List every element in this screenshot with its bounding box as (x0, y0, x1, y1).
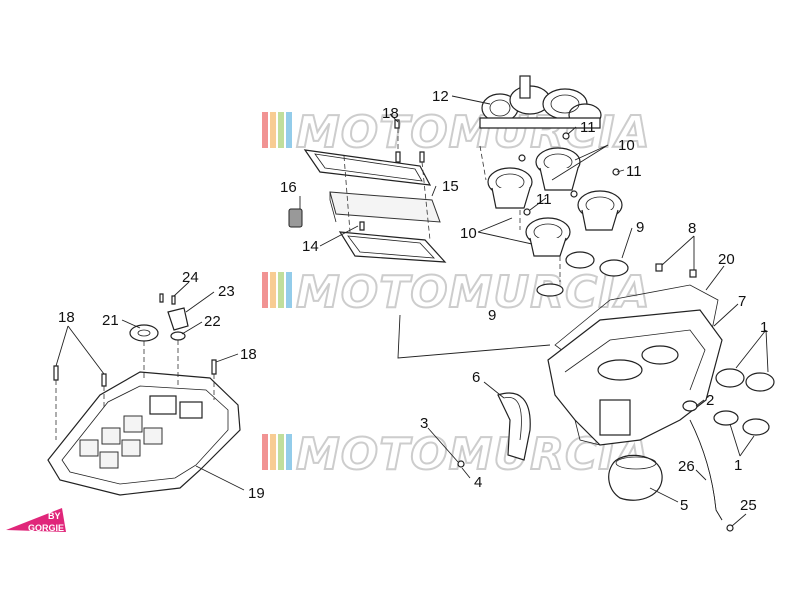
part-pad (288, 208, 303, 228)
callout-6: 6 (472, 369, 480, 386)
callout-18-top: 18 (382, 105, 399, 122)
callout-3: 3 (420, 415, 428, 432)
callout-25: 25 (740, 497, 757, 514)
part-cover-screws (53, 359, 217, 387)
callout-11-mid: 11 (536, 191, 552, 208)
callout-10-top: 10 (618, 137, 635, 154)
watermark-middle: MOTOMURCIA (262, 266, 651, 319)
part-throttle-body (479, 75, 602, 129)
part-filter-base (338, 221, 447, 263)
logo-line1: BY (48, 511, 61, 521)
assembly-dashed-lines (55, 128, 561, 440)
callout-12: 12 (432, 88, 449, 105)
callout-2: 2 (706, 392, 714, 409)
callout-16: 16 (280, 179, 297, 196)
callout-11-right: 11 (626, 163, 642, 180)
callout-1-upper: 1 (760, 319, 768, 336)
logo-line2: GORGIE (28, 523, 64, 533)
callout-5: 5 (680, 497, 688, 514)
leader-lines (55, 95, 769, 527)
part-intake-funnel (608, 454, 663, 501)
part-o-rings (713, 368, 775, 436)
part-couplers (536, 251, 629, 297)
part-clamp (682, 400, 698, 412)
part-air-filter (329, 191, 441, 223)
callout-26: 26 (678, 458, 695, 475)
callout-23: 23 (218, 283, 235, 300)
callout-18-left: 18 (58, 309, 75, 326)
part-airbox (547, 309, 723, 446)
watermark-text: MOTOMURCIA (296, 429, 651, 480)
part-screws-top (394, 119, 425, 163)
brand-logo: BY GORGIE (6, 508, 66, 533)
callout-1-lower: 1 (734, 457, 742, 474)
callout-9-upper: 9 (636, 219, 644, 236)
callout-21: 21 (102, 312, 119, 329)
callout-7: 7 (738, 293, 746, 310)
callout-20: 20 (718, 251, 735, 268)
part-filter-cover-frame (303, 149, 432, 186)
callout-10-left: 10 (460, 225, 477, 242)
part-side-duct (457, 392, 531, 468)
part-airbox-cover (47, 371, 241, 496)
watermark-text: MOTOMURCIA (296, 267, 651, 318)
callout-24: 24 (182, 269, 199, 286)
part-drain-hose (689, 419, 734, 532)
callout-8: 8 (688, 220, 696, 237)
callout-18-mid: 18 (240, 346, 257, 363)
callout-15: 15 (442, 178, 459, 195)
callout-11-top: 11 (580, 119, 596, 136)
callout-4: 4 (474, 474, 482, 491)
callout-19: 19 (248, 485, 265, 502)
callout-22: 22 (204, 313, 221, 330)
part-sensors (129, 293, 189, 342)
callout-14: 14 (302, 238, 319, 255)
callout-9-lower: 9 (488, 307, 496, 324)
watermark-bottom: MOTOMURCIA (262, 428, 651, 481)
callout-labels: 12 18 11 10 11 16 15 11 10 9 14 8 20 24 … (58, 88, 768, 514)
part-plugs (655, 263, 697, 278)
